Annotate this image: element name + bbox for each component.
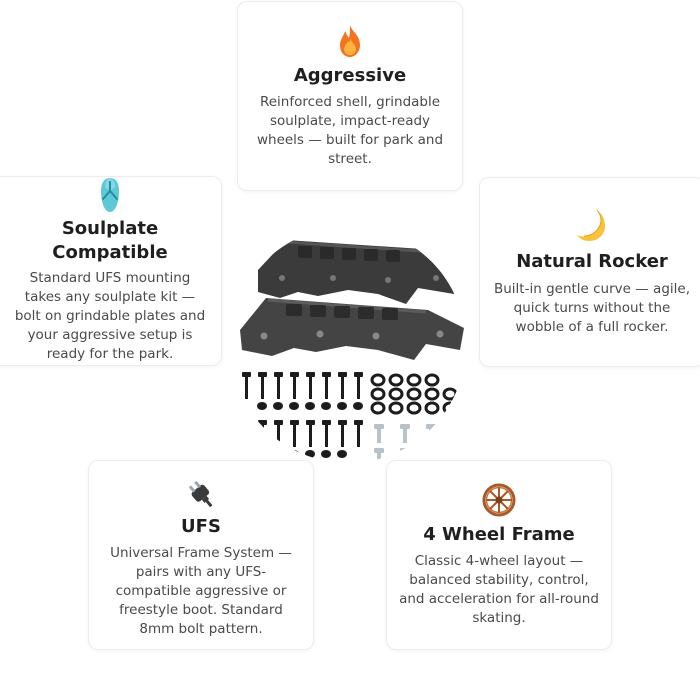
frame-rail-front (240, 298, 464, 360)
frame-kit-graphic (230, 227, 466, 463)
wheel-icon (482, 483, 516, 517)
fire-icon (340, 25, 360, 57)
frame-kit-image (228, 220, 468, 470)
feature-title: Natural Rocker (516, 251, 668, 272)
feature-title: 4 Wheel Frame (423, 524, 575, 545)
feature-title: Aggressive (293, 65, 407, 86)
spacer-washers (370, 373, 458, 415)
feature-card-frame: 4 Wheel Frame Classic 4-wheel layout — b… (386, 460, 612, 650)
feature-card-rocker: Natural Rocker Built-in gentle curve — a… (479, 177, 700, 367)
feature-title: Soulplate Compatible (52, 218, 168, 263)
feature-description: Universal Frame System — pairs with any … (110, 545, 292, 637)
frame-rail-back (258, 240, 464, 304)
flip-flop-icon (101, 178, 119, 212)
feature-title: UFS (181, 516, 221, 537)
electric-plug-icon (188, 480, 213, 508)
feature-card-soulplate: Soulplate Compatible Standard UFS mounti… (0, 176, 222, 366)
crescent-moon-icon (577, 209, 605, 241)
feature-card-aggressive: Aggressive Reinforced shell, grindable s… (237, 1, 463, 191)
feature-card-ufs: UFS Universal Frame System — pairs with … (88, 460, 314, 650)
feature-description: Built-in gentle curve — agile, quick tur… (493, 281, 690, 335)
feature-description: Classic 4-wheel layout — balanced stabil… (399, 553, 599, 626)
feature-description: Reinforced shell, grindable soulplate, i… (256, 94, 444, 167)
feature-description: Standard UFS mounting takes any soulplat… (14, 270, 206, 362)
